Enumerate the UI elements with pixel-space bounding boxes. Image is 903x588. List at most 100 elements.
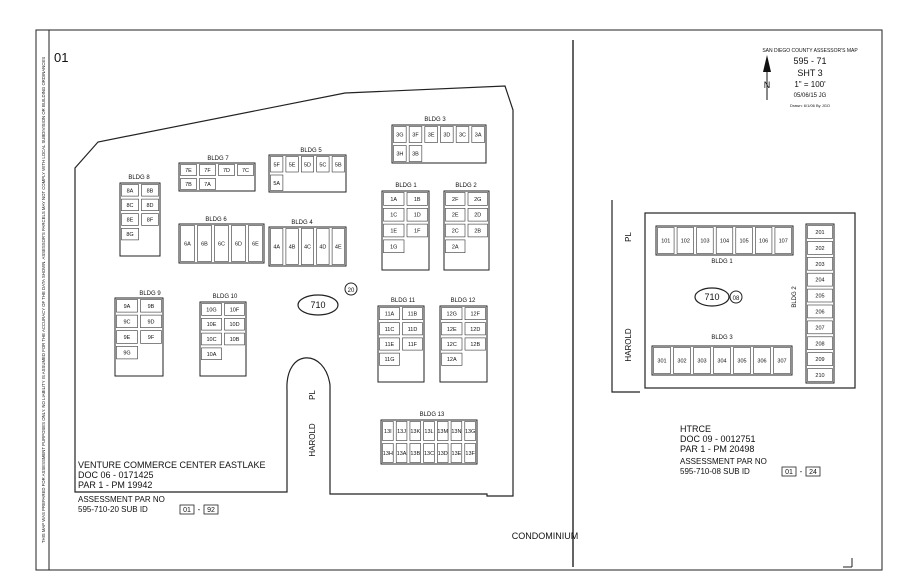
building-label: BLDG 12 [451, 298, 476, 304]
right-project-title: HTRCE [680, 424, 711, 434]
right-small-parcel-number: 08 [733, 296, 740, 302]
unit-box [199, 178, 216, 190]
unit-box [270, 228, 284, 265]
unit-label: 13F [465, 451, 475, 457]
right-street-line [611, 200, 640, 393]
unit-box [140, 314, 162, 329]
building-outline [439, 305, 488, 383]
unit-label: 210 [815, 373, 824, 379]
unit-label: 107 [779, 239, 788, 245]
right-par-number: PAR 1 - PM 20498 [680, 444, 754, 454]
unit-box [807, 288, 833, 303]
unit-label: 13L [424, 429, 433, 435]
right-parcel-boundary [644, 212, 856, 389]
right-sub-id-to-box [805, 466, 821, 477]
unit-box [218, 164, 235, 176]
unit-label: 7E [185, 168, 192, 174]
unit-box [807, 368, 833, 382]
unit-label: 6C [218, 242, 225, 248]
unit-label: 7D [223, 168, 230, 174]
unit-label: 301 [657, 359, 666, 365]
right-assessment-par-label: ASSESSMENT PAR NO [680, 457, 767, 466]
unit-box [116, 330, 138, 344]
unit-label: 106 [759, 239, 768, 245]
street-name: HAROLD [308, 423, 317, 457]
unit-box [467, 208, 488, 222]
unit-label: 105 [739, 239, 748, 245]
agency-name: SAN DIEGO COUNTY ASSESSOR'S MAP [762, 48, 858, 54]
unit-label: 3G [396, 133, 403, 139]
unit-box [383, 208, 405, 222]
unit-box [455, 126, 470, 143]
unit-box [693, 347, 711, 374]
unit-label: 1E [390, 229, 397, 235]
building-label: BLDG 7 [207, 156, 229, 162]
unit-label: 13G [465, 429, 475, 435]
building-outline [119, 182, 161, 257]
building-outline [114, 297, 164, 377]
building-outline [268, 226, 347, 267]
unit-label: 9B [148, 304, 155, 310]
unit-label: 204 [815, 278, 824, 284]
unit-box [696, 227, 714, 254]
unit-label: 12E [447, 327, 457, 333]
unit-label: 8D [146, 203, 153, 209]
unit-box [467, 223, 488, 238]
unit-label: 7B [185, 182, 192, 188]
unit-box [116, 299, 138, 313]
map-scale: 1" = 100' [794, 80, 826, 89]
right-small-parcel-circle [729, 290, 743, 304]
building-outline [178, 162, 256, 192]
unit-label: 1B [414, 197, 421, 203]
unit-label: 1A [390, 197, 397, 203]
unit-label: 10A [207, 352, 217, 358]
condominium-label: CONDOMINIUM [512, 531, 579, 541]
unit-box [285, 228, 299, 265]
unit-box [383, 239, 405, 253]
unit-box [224, 332, 245, 346]
building-outline [178, 223, 265, 264]
unit-box [224, 317, 245, 331]
building-label: BLDG 3 [424, 117, 446, 123]
small-parcel-circle [344, 282, 358, 296]
unit-box [445, 192, 466, 206]
unit-box [653, 347, 671, 374]
building-label: BLDG 10 [213, 294, 238, 300]
unit-label: 8B [147, 188, 154, 194]
unit-box [807, 225, 833, 239]
unit-label: 1F [414, 229, 421, 235]
unit-label: 9C [123, 319, 130, 325]
unit-label: 12C [447, 342, 457, 348]
sub-id-to: 92 [207, 507, 215, 514]
unit-label: 13C [424, 451, 434, 457]
unit-box [437, 421, 449, 441]
unit-label: 3A [475, 133, 482, 139]
unit-box [382, 443, 394, 463]
unit-label: 203 [815, 262, 824, 268]
sub-id-from-box [179, 504, 195, 515]
unit-box [393, 145, 407, 162]
unit-box [441, 352, 463, 366]
unit-label: 307 [777, 359, 786, 365]
map-date: 05/06/15 JG [794, 93, 827, 99]
unit-label: 6B [201, 242, 208, 248]
unit-box [807, 320, 833, 335]
building-outline [268, 154, 347, 193]
building-label: BLDG 9 [139, 291, 161, 297]
right-sub-id-to: 24 [809, 469, 817, 476]
unit-label: 306 [757, 359, 766, 365]
unit-box [140, 299, 162, 313]
unit-label: 1G [390, 244, 397, 250]
unit-label: 9E [124, 335, 131, 341]
building-label: BLDG 3 [711, 335, 733, 341]
unit-box [121, 184, 139, 197]
unit-label: 3C [459, 133, 466, 139]
unit-box [657, 227, 675, 254]
unit-label: 302 [677, 359, 686, 365]
